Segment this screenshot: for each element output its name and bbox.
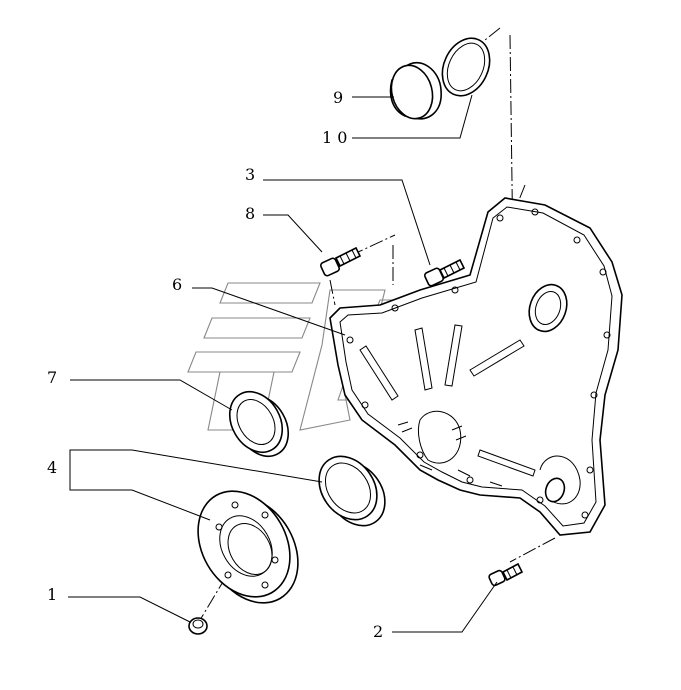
callout-2: 2 (373, 622, 383, 641)
callout-3: 3 (245, 165, 255, 184)
callout-9: 9 (333, 88, 343, 107)
bolt-icon (319, 246, 362, 277)
bolt-icon (423, 258, 466, 287)
callout-4: 4 (47, 458, 57, 477)
seal-ring-icon (318, 455, 386, 527)
plug-cap-icon (389, 61, 442, 120)
leader-lines (68, 94, 498, 633)
callout-7: 7 (47, 368, 57, 387)
callout-1: 1 (47, 585, 57, 604)
callout-labels: 9 1 0 3 8 6 7 4 1 2 (47, 88, 383, 641)
bolt-icon (188, 617, 208, 635)
callout-8: 8 (245, 204, 255, 223)
timing-cover-icon (329, 197, 623, 536)
callout-6: 6 (172, 275, 182, 294)
flange-icon (197, 490, 299, 604)
callout-10: 1 0 (322, 128, 347, 147)
seal-ring-icon (441, 37, 491, 97)
bolt-icon (488, 562, 524, 587)
seal-ring-icon (228, 391, 290, 457)
